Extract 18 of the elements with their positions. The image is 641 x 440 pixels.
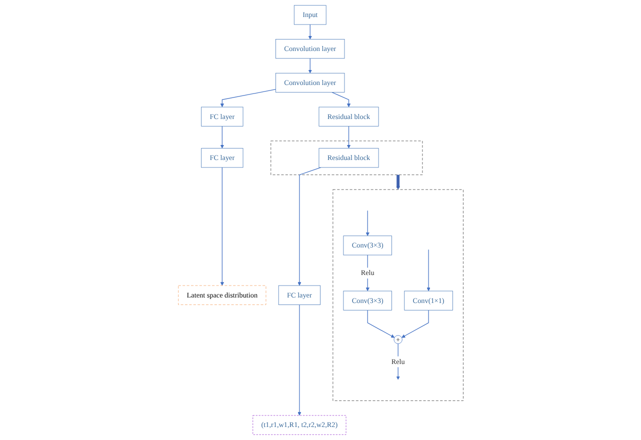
arrow <box>367 310 394 338</box>
arrow <box>308 24 312 40</box>
arrow <box>396 343 400 380</box>
cluster <box>332 189 464 401</box>
arrow <box>346 126 350 148</box>
arrow <box>297 304 301 416</box>
arrow <box>365 210 370 236</box>
arrow <box>220 167 224 286</box>
arrow <box>220 89 276 108</box>
arrow <box>426 249 430 292</box>
arrow <box>396 174 400 190</box>
arrow <box>365 254 370 292</box>
arrow <box>297 167 321 286</box>
arrow <box>220 126 224 148</box>
arrow <box>401 310 429 338</box>
arrow <box>331 92 350 108</box>
arrow <box>308 58 312 74</box>
cluster <box>270 140 422 176</box>
